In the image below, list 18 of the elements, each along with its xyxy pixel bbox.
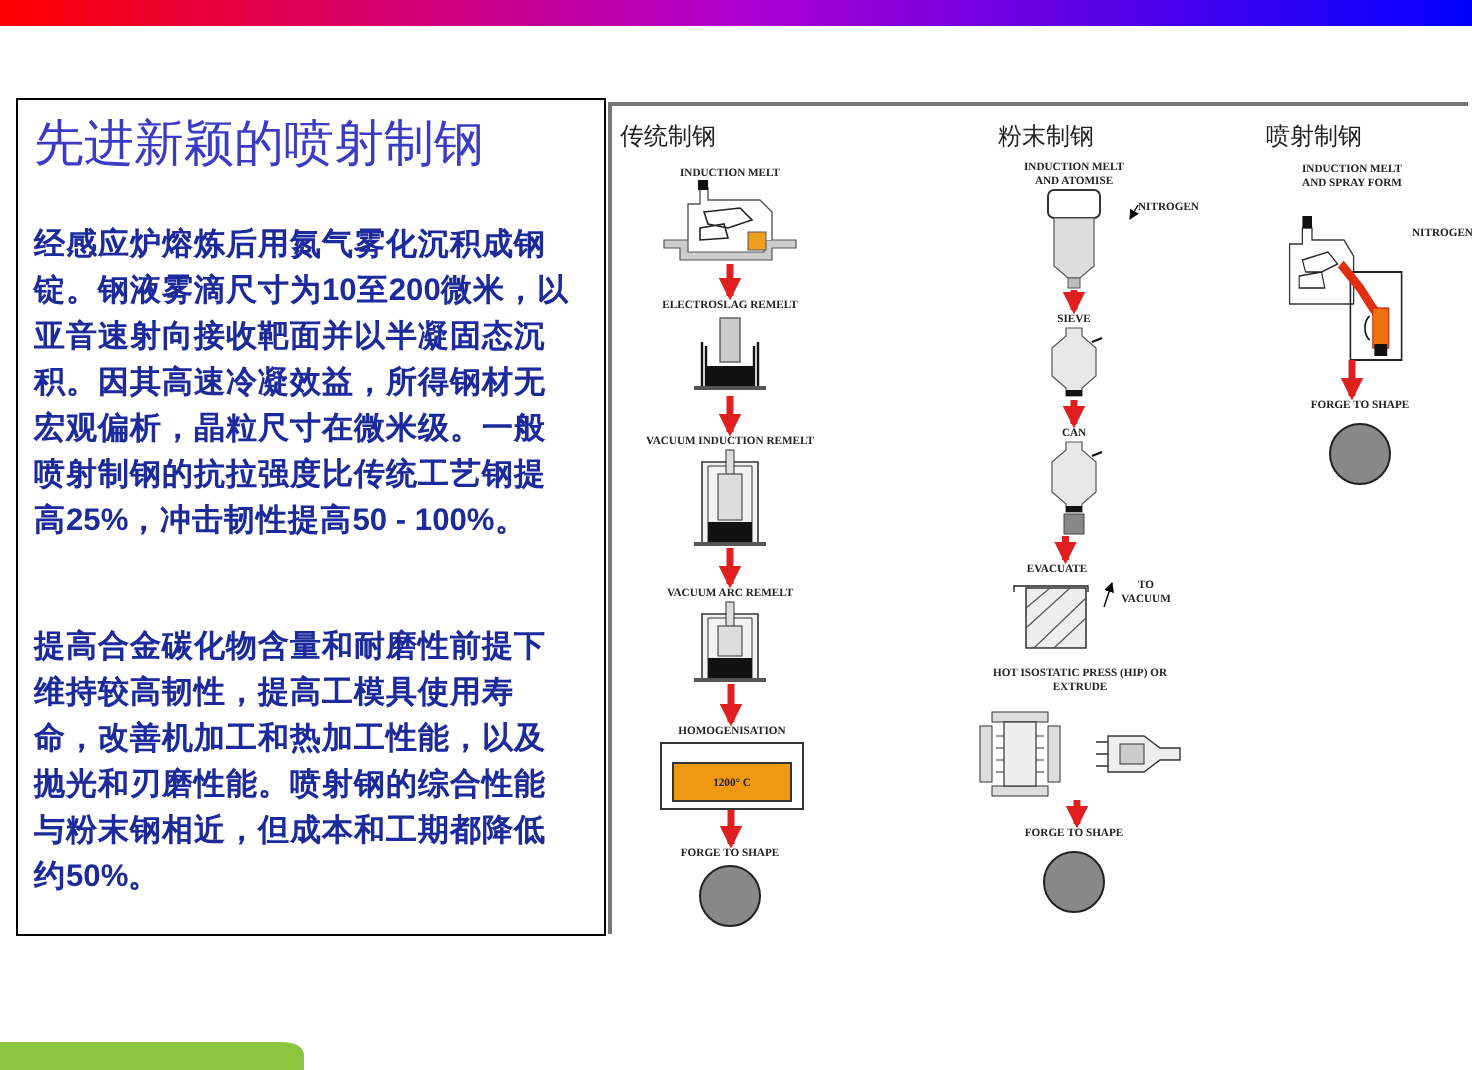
flow-arrow: [1062, 290, 1086, 315]
paragraph: 提高合金碳化物含量和耐磨性前提下维持较高韧性，提高工模具使用寿命，改善机加工和热加工性能，以及抛光和刃磨性能。喷射钢的综合性能与粉末钢相近，但成本和工期都降低约50%。: [34, 627, 548, 898]
flow-arrow: [1062, 400, 1086, 429]
flow-arrow: [1340, 360, 1364, 401]
leader-arrow: [1103, 582, 1114, 608]
flow-arrow: [718, 396, 742, 437]
flow-arrow: [719, 684, 743, 727]
column-heading: 粉末制钢: [998, 120, 1094, 154]
flow-arrow: [718, 548, 742, 589]
slide-title: 先进新颖的喷射制钢: [34, 114, 484, 176]
column-heading: 喷射制钢: [1266, 120, 1362, 154]
flow-arrow: [1065, 800, 1089, 829]
column-heading: 传统制钢: [620, 120, 716, 154]
paragraph: 经感应炉熔炼后用氮气雾化沉积成钢锭。钢液雾滴尺寸为10至200微米，以亚音速射向接收靶面并以半凝固态沉积。因其高速冷凝效益，所得钢材无宏观偏析，晶粒尺寸在微米级。一般喷射制钢的抗拉强度比传统工艺钢提高25%，冲击韧性提高50 - 100%。: [34, 225, 571, 542]
flow-arrow: [1054, 536, 1077, 565]
leader-arrow: [1129, 204, 1139, 220]
flow-arrow: [718, 264, 742, 301]
flow-arrow: [719, 810, 743, 849]
